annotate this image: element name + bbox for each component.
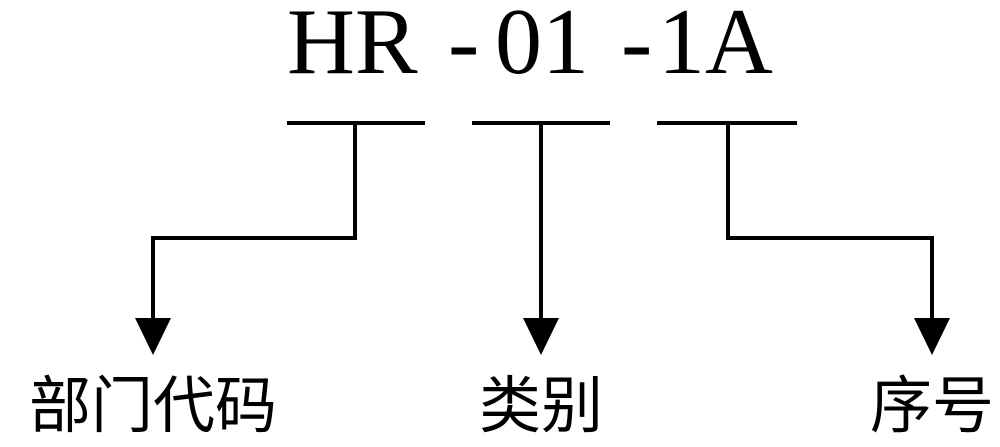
label-department: 部门代码 bbox=[29, 369, 277, 442]
code-segment-department: HR bbox=[287, 0, 418, 94]
code-segment-category: 01 bbox=[495, 0, 589, 94]
connector-department bbox=[151, 123, 357, 326]
connector-sequence bbox=[726, 123, 934, 326]
label-sequence: 序号 bbox=[870, 369, 994, 442]
code-separator-1: - bbox=[448, 0, 479, 94]
arrow-down-icon bbox=[914, 318, 950, 355]
arrow-down-icon bbox=[523, 318, 559, 355]
arrow-down-icon bbox=[135, 318, 171, 355]
code-separator-2: - bbox=[621, 0, 652, 94]
label-category: 类别 bbox=[479, 369, 603, 442]
code-segment-sequence: 1A bbox=[658, 0, 773, 94]
